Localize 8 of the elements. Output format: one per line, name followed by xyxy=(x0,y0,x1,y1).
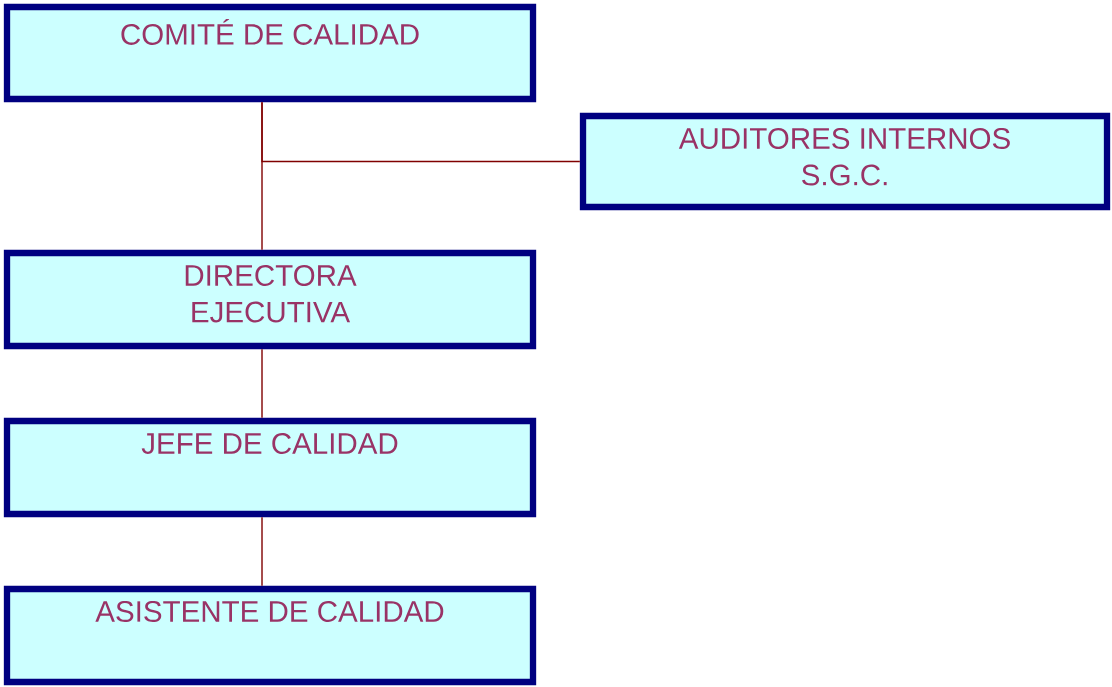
org-box: COMITÉ DE CALIDAD xyxy=(3,3,537,103)
org-box: JEFE DE CALIDAD xyxy=(3,417,537,518)
connector-line xyxy=(261,101,581,163)
org-box: DIRECTORA EJECUTIVA xyxy=(3,249,537,350)
org-box: ASISTENTE DE CALIDAD xyxy=(3,585,537,686)
org-box: AUDITORES INTERNOS S.G.C. xyxy=(579,112,1111,211)
connector-line xyxy=(261,516,263,587)
connector-line xyxy=(261,348,263,419)
